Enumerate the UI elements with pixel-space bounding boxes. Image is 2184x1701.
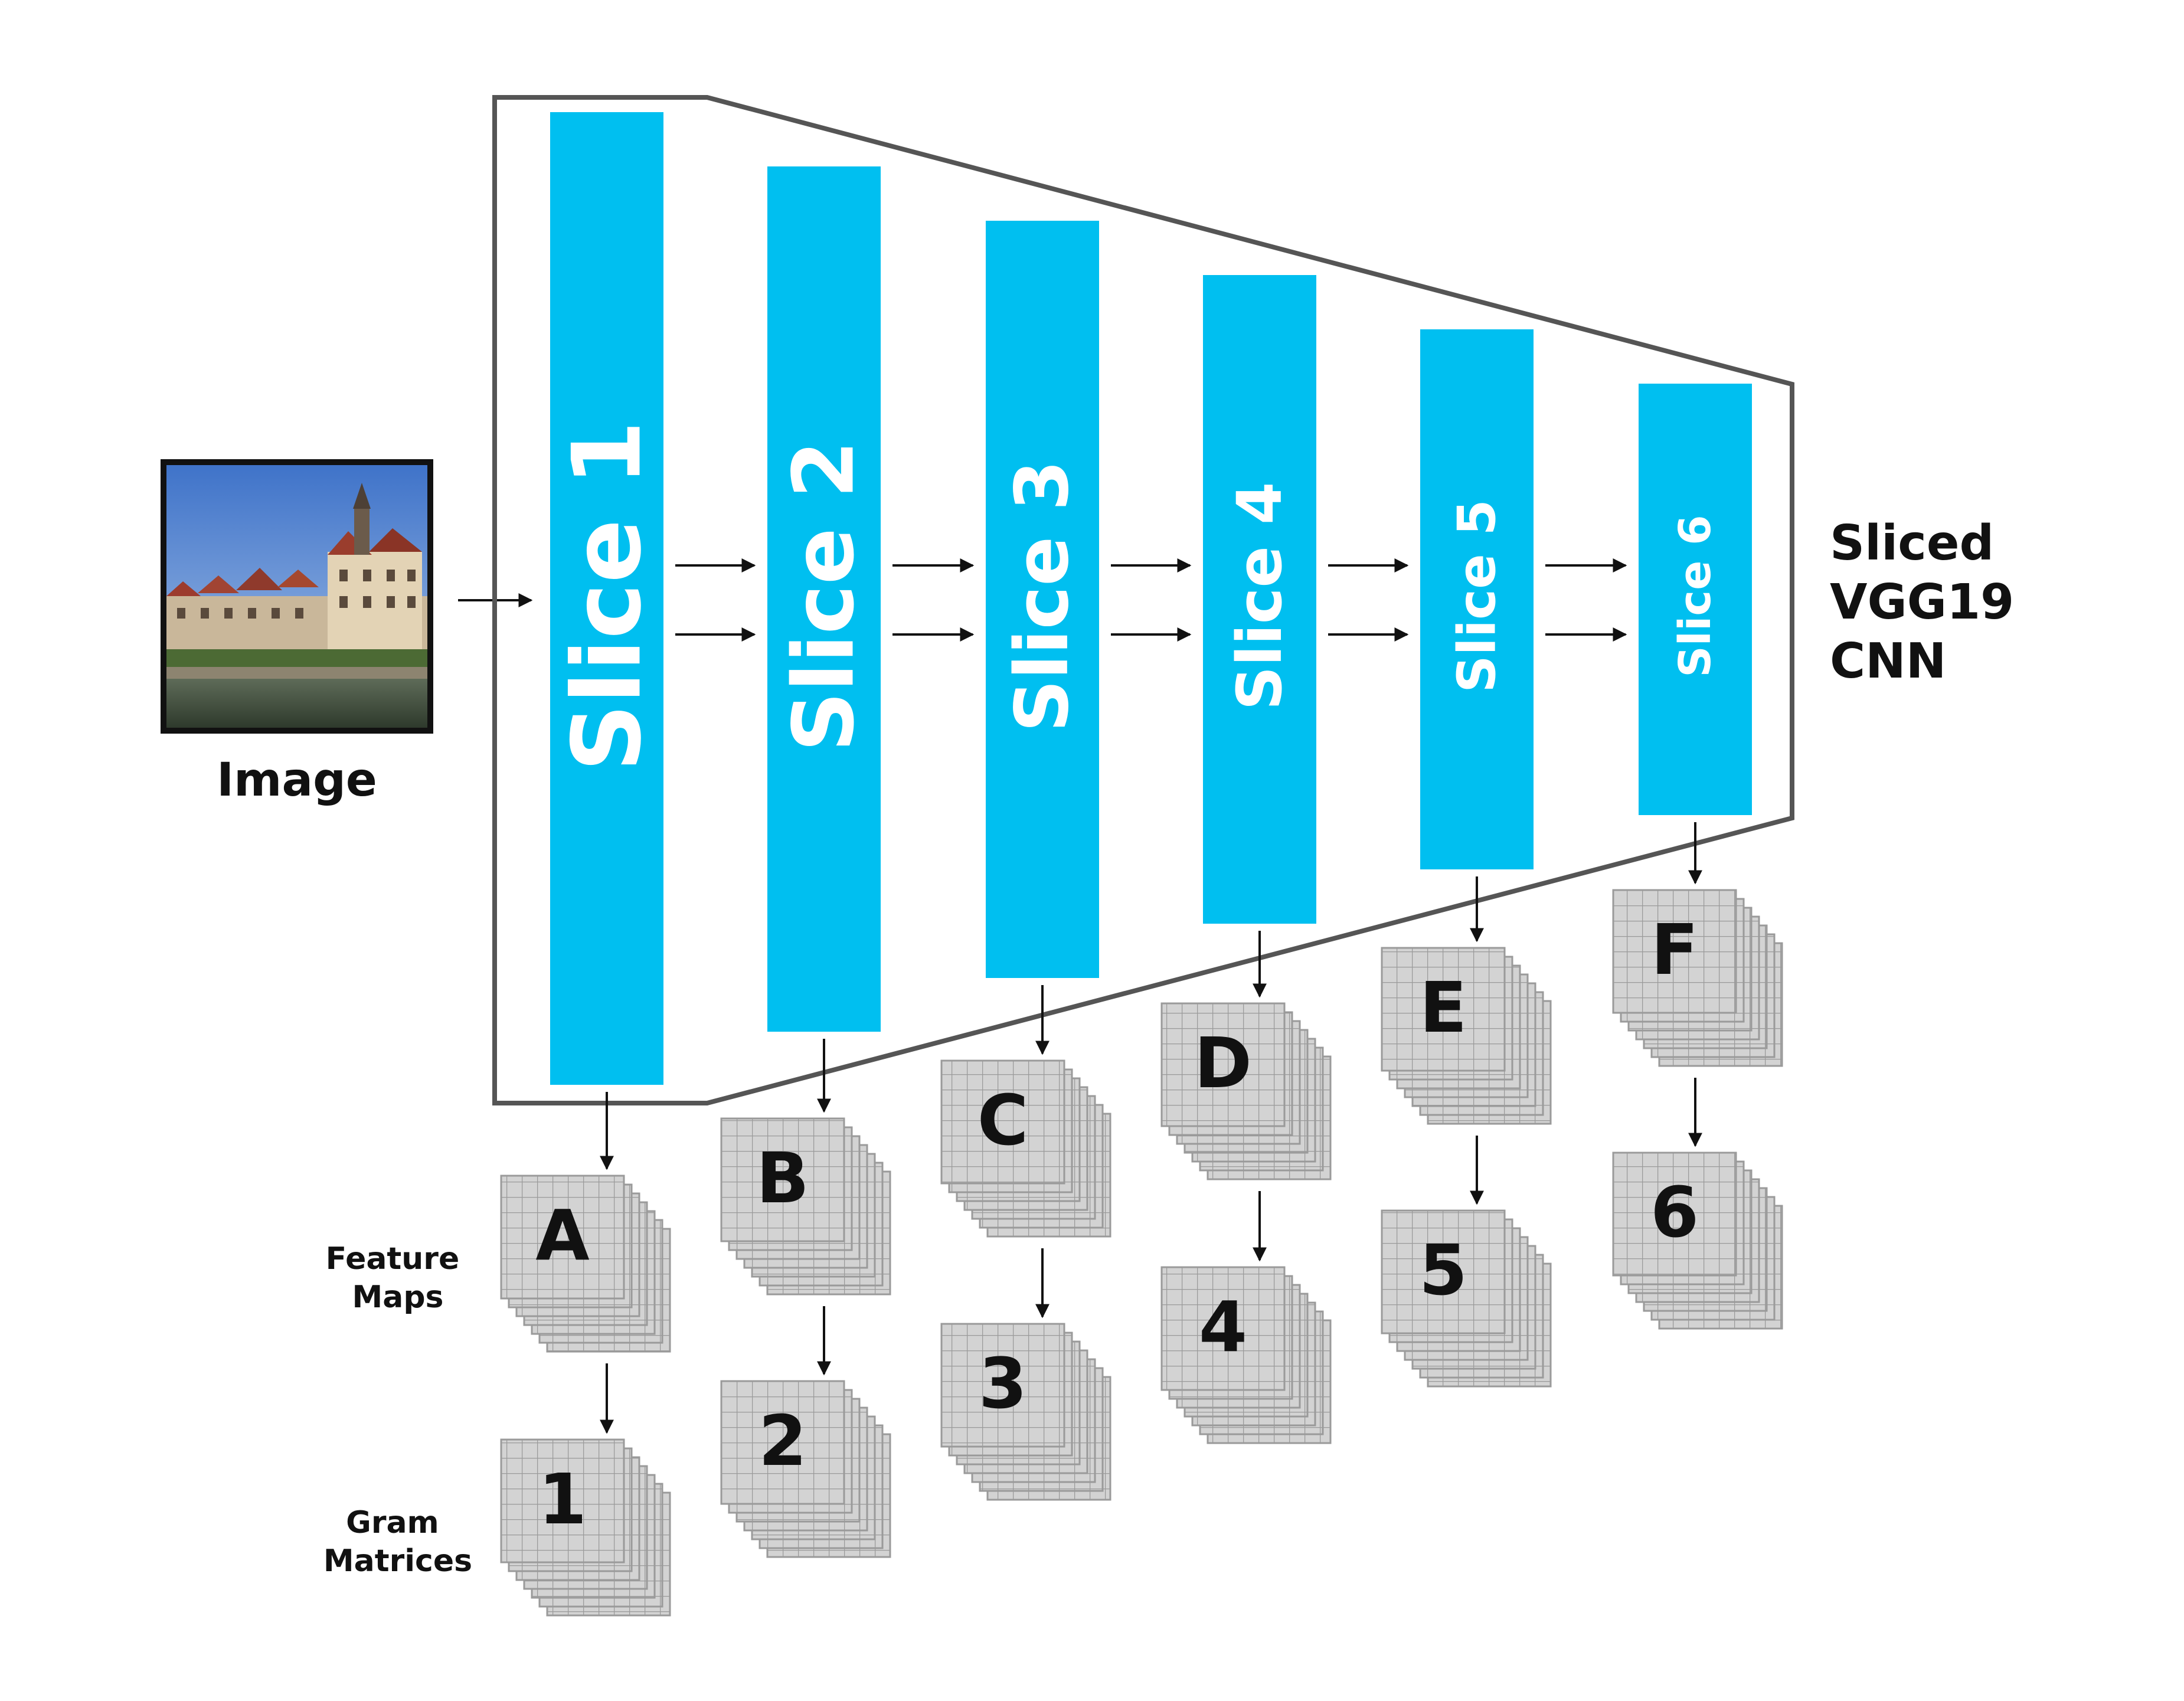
gram-matrices-label: Gram Matrices <box>323 1505 472 1579</box>
slice-6: Slice 6 <box>1639 384 1752 815</box>
feature-map-4-label: D <box>1194 1022 1252 1104</box>
gram-matrices-label-line-1: Gram <box>346 1505 439 1540</box>
slice-2-block <box>767 166 881 1032</box>
slice-3-block <box>986 221 1099 978</box>
feature-map-6-layer <box>1612 889 1737 1014</box>
gram-matrix-1-stack: 1 <box>500 1438 671 1617</box>
feature-map-3-label: C <box>977 1080 1029 1161</box>
feature-maps-label: Feature Maps <box>326 1241 470 1315</box>
connectors-layer <box>600 558 1702 1434</box>
gram-matrix-6-label: 6 <box>1650 1172 1699 1253</box>
slice-3: Slice 3 <box>986 221 1099 978</box>
slice-1-label: Slice 1 <box>552 420 662 771</box>
slice-6-block <box>1639 384 1752 815</box>
feature-map-2-label: B <box>756 1137 809 1219</box>
slices-layer: Slice 1 Slice 2 Slice 3 Slice 4 Slice 5 Slice… <box>550 112 1752 1085</box>
gram-matrix-1-layer <box>500 1438 625 1563</box>
feature-map-4-stack: D <box>1160 1002 1332 1180</box>
gram-matrix-6-layer <box>1612 1152 1737 1277</box>
gram-matrices-label-line-2: Matrices <box>323 1543 472 1579</box>
gram-matrix-1-label: 1 <box>538 1458 587 1540</box>
feature-map-1-stack: A <box>500 1175 671 1353</box>
feature-maps-label-line-2: Maps <box>352 1280 443 1315</box>
feature-map-1-layer <box>500 1175 625 1300</box>
title-line-2: VGG19 <box>1830 574 2014 630</box>
gram-matrix-5-stack: 5 <box>1381 1209 1552 1388</box>
gram-matrix-6-stack: 6 <box>1612 1152 1783 1330</box>
slice-2-label: Slice 2 <box>776 440 873 752</box>
gram-matrix-4-layer <box>1160 1266 1286 1391</box>
feature-map-6-stack: F <box>1612 889 1783 1067</box>
slice-5-block <box>1420 329 1534 869</box>
network-outline <box>492 95 1794 1105</box>
slice-3-label: Slice 3 <box>1000 460 1085 732</box>
slice-4-block <box>1203 275 1316 924</box>
slice-1: Slice 1 <box>550 112 663 1085</box>
gram-matrix-2-label: 2 <box>758 1400 807 1481</box>
network-title: Sliced VGG19 CNN <box>1830 515 2031 689</box>
slice-2: Slice 2 <box>767 166 881 1032</box>
feature-map-3-layer <box>940 1059 1065 1185</box>
feature-map-3-stack: C <box>940 1059 1111 1238</box>
input-label: Image <box>217 754 377 807</box>
feature-maps-label-line-1: Feature <box>326 1241 460 1277</box>
gram-matrix-3-label: 3 <box>979 1343 1027 1424</box>
feature-map-6-label: F <box>1651 909 1699 990</box>
gram-matrix-5-label: 5 <box>1419 1229 1467 1311</box>
feature-map-5-layer <box>1381 947 1506 1072</box>
feature-map-5-label: E <box>1420 967 1467 1048</box>
slice-1-block <box>550 112 663 1085</box>
gram-matrix-2-layer <box>720 1380 845 1505</box>
feature-map-2-layer <box>720 1117 845 1242</box>
gram-matrix-5-layer <box>1381 1209 1506 1334</box>
stacks-layer: A 1 B 2 C 3 D 4 E 5 F 6 <box>500 889 1783 1617</box>
feature-map-5-stack: E <box>1381 947 1552 1125</box>
slice-5: Slice 5 <box>1420 329 1534 869</box>
feature-map-1-label: A <box>535 1195 589 1276</box>
slice-4: Slice 4 <box>1203 275 1316 924</box>
slice-4-label: Slice 4 <box>1224 482 1296 711</box>
feature-map-4-layer <box>1160 1002 1286 1127</box>
gram-matrix-2-stack: 2 <box>720 1380 891 1558</box>
slice-6-label: Slice 6 <box>1670 515 1721 677</box>
feature-map-2-stack: B <box>720 1117 891 1296</box>
title-line-3: CNN <box>1830 633 1946 689</box>
input-image <box>161 459 433 734</box>
title-line-1: Sliced <box>1830 515 1994 571</box>
gram-matrix-4-label: 4 <box>1199 1286 1247 1368</box>
gram-matrix-3-stack: 3 <box>940 1323 1111 1501</box>
slice-5-label: Slice 5 <box>1447 499 1508 692</box>
gram-matrix-4-stack: 4 <box>1160 1266 1332 1444</box>
gram-matrix-3-layer <box>940 1323 1065 1448</box>
